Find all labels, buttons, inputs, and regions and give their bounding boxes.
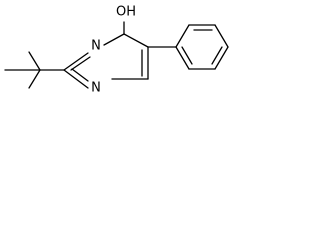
atom-label-n3: N <box>91 81 101 96</box>
bond-n1-c6 <box>103 33 125 46</box>
atom-label-hydroxyl: OH <box>116 5 136 20</box>
bond-n3-c2 <box>63 69 89 89</box>
phenyl-ring <box>147 24 229 70</box>
bond-c2-n1-inner <box>70 56 91 71</box>
chemical-structure-diagram: N N OH <box>4 5 229 96</box>
bond-c6-c5 <box>123 33 149 48</box>
pyrimidine-ring <box>63 21 149 89</box>
bond-ph-inner-c <box>181 46 193 65</box>
tert-butyl-group <box>4 51 65 89</box>
bond-n3-c2-inner <box>71 68 89 82</box>
bond-tbu-methyl-top <box>28 51 41 71</box>
bond-ph-inner-b <box>211 46 223 65</box>
bond-ph-1 <box>175 24 190 48</box>
bond-c2-n1 <box>63 52 89 71</box>
bond-ph-3 <box>214 24 229 48</box>
bond-ph-4 <box>214 46 229 70</box>
bond-ph-6 <box>175 46 190 70</box>
atom-label-n1: N <box>91 39 101 54</box>
bond-tbu-methyl-bottom <box>28 69 41 89</box>
